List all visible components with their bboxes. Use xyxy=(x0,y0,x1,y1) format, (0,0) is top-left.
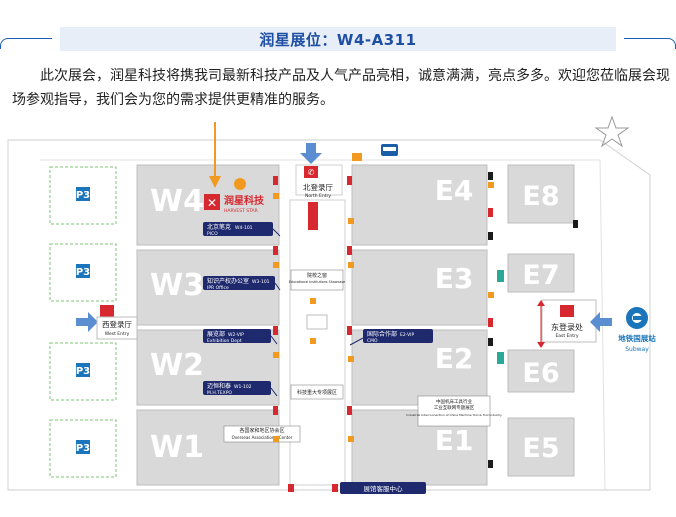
exit-markers xyxy=(273,176,493,492)
header-curve-left xyxy=(0,38,9,49)
svg-text:Educational Institutions Showc: Educational Institutions Showcase xyxy=(289,280,345,284)
hall-label-e2: E2 xyxy=(435,342,474,375)
subway-label: 地铁国展站 xyxy=(618,333,656,343)
svg-text:院校之窗: 院校之窗 xyxy=(307,272,327,279)
svg-text:Industrial Interconnection of: Industrial Interconnection of China Mach… xyxy=(406,413,502,417)
title-box: 润星展位：W4-A311 xyxy=(60,27,616,51)
hall-label-w3: W3 xyxy=(150,268,204,303)
hall-label-e4: E4 xyxy=(435,174,474,207)
svg-text:North Entry: North Entry xyxy=(305,193,331,199)
label-edu: 院校之窗 Educational Institutions Showcase xyxy=(289,269,345,291)
svg-text:中国机床工具行业: 中国机床工具行业 xyxy=(436,398,472,405)
header-line-right xyxy=(624,38,668,39)
hall-label-e3: E3 xyxy=(435,262,474,295)
label-sci: 科技重大专项展区 xyxy=(290,384,344,400)
svg-text:Exhibition Dept: Exhibition Dept xyxy=(207,338,242,344)
svg-text:北登录厅: 北登录厅 xyxy=(303,182,333,192)
svg-text:东登录处: 东登录处 xyxy=(551,322,583,332)
booth-pointer-icon xyxy=(209,176,221,188)
header-line-left xyxy=(8,38,52,39)
hall-label-w1: W1 xyxy=(150,430,204,465)
svg-text:科技重大专项展区: 科技重大专项展区 xyxy=(297,389,337,396)
svg-text:✆: ✆ xyxy=(308,168,315,177)
brand-name-en: HARVEST STAR xyxy=(224,208,258,214)
hall-label-e5: E5 xyxy=(522,433,559,464)
parking-label: P3 xyxy=(76,366,90,377)
hall-label-e1: E1 xyxy=(435,424,474,457)
svg-text:✕: ✕ xyxy=(207,196,217,210)
east-entry: 东登录处 East Entry xyxy=(537,299,612,348)
luggage-icon xyxy=(352,153,362,161)
harvest-star-logo: ✕ 润星科技 HARVEST STAR xyxy=(204,194,265,214)
hall-label-w2: W2 xyxy=(150,348,204,383)
label-cmtba: 中国机床工具行业 工业互联网专题展区 Industrial Interconne… xyxy=(406,395,502,427)
parking-label: P3 xyxy=(76,190,90,201)
brand-name-cn: 润星科技 xyxy=(224,194,265,207)
svg-text:CMO: CMO xyxy=(367,338,378,344)
parking-label: P3 xyxy=(76,267,90,278)
svg-text:PICO: PICO xyxy=(207,231,218,237)
intro-paragraph: 此次展会，润星科技将携我司最新科技产品及人气产品亮相，诚意满满，亮点多多。欢迎您… xyxy=(12,68,670,108)
star-icon xyxy=(594,115,630,148)
svg-text:East Entry: East Entry xyxy=(555,333,578,339)
hall-label-e8: E8 xyxy=(522,181,559,212)
far-east-halls: E8 E7 E6 E5 xyxy=(507,164,575,477)
west-entry: 西登录厅 West Entry xyxy=(76,305,138,340)
svg-text:西登录厅: 西登录厅 xyxy=(102,319,132,329)
svg-text:展馆客服中心: 展馆客服中心 xyxy=(364,484,404,493)
parking-area: P3 P3 P3 P3 xyxy=(49,166,117,478)
label-service-center: 展馆客服中心 xyxy=(340,482,426,494)
parking-label: P3 xyxy=(76,443,90,454)
hall-label-e6: E6 xyxy=(522,358,559,389)
svg-text:Overseas Associations' Center: Overseas Associations' Center xyxy=(232,435,293,440)
stair-markers xyxy=(488,172,578,468)
label-overseas: 各国家和地区协会区 Overseas Associations' Center xyxy=(223,425,301,443)
svg-text:West Entry: West Entry xyxy=(105,331,130,337)
north-entry: ✆ 北登录厅 North Entry xyxy=(300,143,333,230)
subway-station: 地铁国展站 Subway xyxy=(618,307,656,353)
svg-text:各国家和地区协会区: 各国家和地区协会区 xyxy=(239,427,284,434)
booth-title: 润星展位：W4-A311 xyxy=(259,30,417,49)
hall-label-w4: W4 xyxy=(150,184,204,219)
facility-markers xyxy=(273,182,494,442)
svg-text:Subway: Subway xyxy=(625,346,649,353)
svg-text:M.H.TEXPO: M.H.TEXPO xyxy=(207,390,232,396)
svg-text:IPR Office: IPR Office xyxy=(207,285,229,291)
east-halls: E4 E3 E2 E1 xyxy=(351,164,488,486)
svg-text:工业互联网专题展区: 工业互联网专题展区 xyxy=(434,404,475,411)
hall-label-e7: E7 xyxy=(522,260,559,291)
header: 润星展位：W4-A311 xyxy=(0,0,676,60)
bus-icon xyxy=(381,144,398,156)
